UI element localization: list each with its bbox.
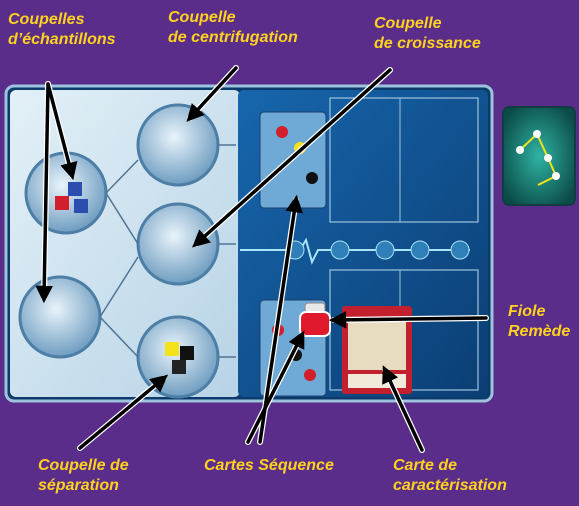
label-line: Remède	[508, 323, 571, 340]
label-line: Cartes Séquence	[204, 457, 334, 474]
label-line: d’échantillons	[8, 31, 116, 48]
sample-dish-bottom	[18, 275, 102, 359]
label-growth-dish: Coupelle de croissance	[374, 14, 481, 54]
label-line: Carte de	[393, 457, 458, 474]
label-characterization-card: Carte de caractérisation	[393, 456, 507, 496]
label-line: séparation	[38, 477, 119, 494]
label-sequence-cards: Cartes Séquence	[204, 456, 334, 476]
separation-dish	[136, 315, 220, 399]
growth-dish	[136, 202, 220, 286]
centrifuge-dish	[136, 103, 220, 187]
label-line: caractérisation	[393, 477, 507, 494]
label-line: Fiole	[508, 303, 546, 320]
flow-lines	[99, 144, 236, 358]
label-sample-dishes: Coupelles d’échantillons	[8, 10, 116, 50]
tile-card	[502, 106, 576, 206]
label-centrifuge-dish: Coupelle de centrifugation	[168, 8, 298, 48]
label-line: de centrifugation	[168, 29, 298, 46]
label-line: Coupelle	[168, 9, 236, 26]
label-line: Coupelle	[374, 15, 442, 32]
label-line: Coupelle de	[38, 457, 129, 474]
sample-dish-top	[24, 151, 108, 235]
label-separation-dish: Coupelle de séparation	[38, 456, 129, 496]
callout-arrows	[35, 65, 489, 453]
label-cure-vial: Fiole Remède	[508, 302, 570, 342]
label-line: Coupelles	[8, 11, 85, 28]
label-line: de croissance	[374, 35, 481, 52]
cure-vial	[299, 302, 331, 337]
